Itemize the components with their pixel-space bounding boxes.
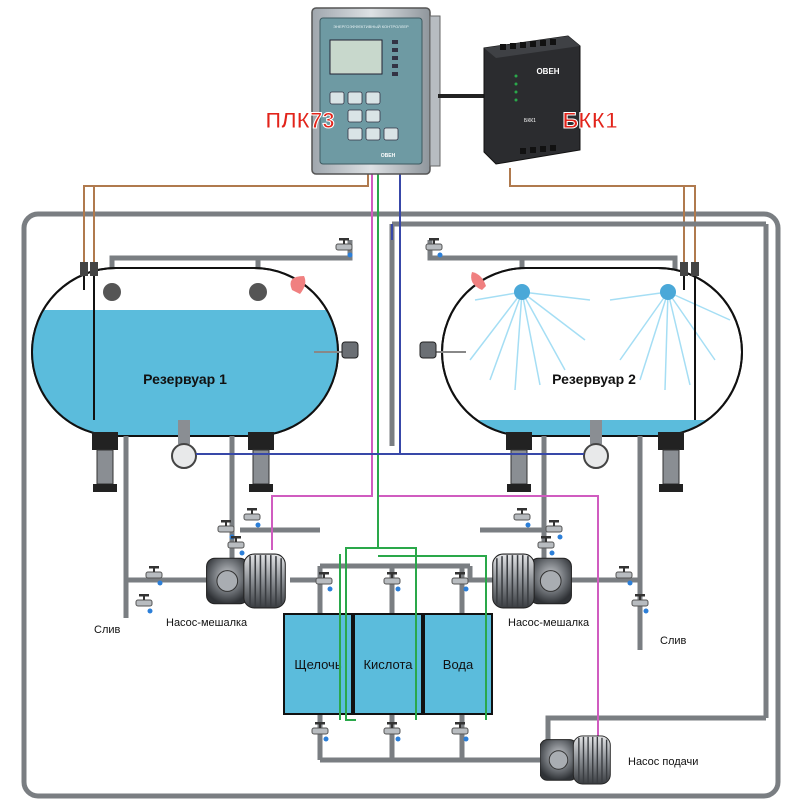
tank-1: Резервуар 1	[31, 262, 339, 437]
bkk1-device[interactable]: ОВЕН БКК1	[483, 35, 581, 165]
signal-wires	[196, 170, 599, 760]
plc73-label: ПЛК73	[265, 108, 334, 133]
tank-1-spray-ball-right	[249, 283, 267, 301]
tank-2-spray	[469, 291, 731, 391]
feed-pump-label: Насос подачи	[628, 756, 698, 768]
pump-mixer-right-label: Насос-мешалка	[508, 617, 590, 629]
tank-1-spray-ball-left	[103, 283, 121, 301]
pressure-gauges	[171, 420, 609, 469]
container-water	[423, 613, 493, 715]
drain-left-label: Слив	[94, 624, 121, 636]
water-label: Вода	[443, 657, 474, 672]
plc-panel-text: ЭНЕРГОЭФФЕКТИВНЫЙ КОНТРОЛЛЕР	[333, 24, 409, 29]
temperature-sensors	[314, 341, 466, 359]
alkali-label: Щелочь	[294, 657, 341, 672]
lower-pipes	[123, 436, 643, 763]
bkk-brand: ОВЕН	[536, 67, 559, 76]
tank-1-lamp	[290, 276, 306, 294]
tank-2-label: Резервуар 2	[552, 371, 636, 387]
pump-mixer-left-label: Насос-мешалка	[166, 617, 248, 629]
valve-drain-left-lower[interactable]	[135, 594, 154, 614]
plc-indicators	[392, 40, 398, 76]
mixer-pump-left[interactable]	[206, 553, 287, 609]
valve-drain-left[interactable]	[145, 566, 164, 586]
tank-2-spray-ball-left	[514, 284, 530, 300]
bkk-status-leds	[514, 74, 518, 102]
plc73-device[interactable]: ЭНЕРГОЭФФЕКТИВНЫЙ КОНТРОЛЛЕР ОВЕН	[311, 7, 441, 175]
valve-right-return[interactable]	[513, 508, 532, 528]
tank-outlets	[92, 432, 684, 492]
valve-left-return[interactable]	[243, 508, 262, 528]
tank-1-label: Резервуар 1	[143, 371, 227, 387]
tank-2-spray-ball-right	[660, 284, 676, 300]
bkk-terminals	[500, 39, 556, 154]
plc-brand: ОВЕН	[381, 153, 396, 159]
bkk1-label: БКК1	[563, 108, 618, 133]
acid-label: Кислота	[363, 657, 413, 672]
tank-2: Резервуар 2	[441, 262, 743, 437]
tank-1-liquid	[32, 310, 338, 436]
mixer-pump-right[interactable]	[491, 553, 572, 609]
feed-pump[interactable]	[540, 735, 611, 785]
valve-drain-right[interactable]	[615, 566, 634, 586]
drain-right-label: Слив	[660, 635, 687, 647]
bkk-model-text: БКК1	[524, 118, 536, 124]
level-sensors	[80, 262, 699, 276]
tank-2-lamp	[471, 272, 486, 290]
plc-screen	[329, 39, 383, 75]
container-acid	[353, 613, 423, 715]
plc-keypad[interactable]	[329, 91, 399, 141]
chemical-containers: Щелочь Кислота Вода	[283, 613, 493, 715]
